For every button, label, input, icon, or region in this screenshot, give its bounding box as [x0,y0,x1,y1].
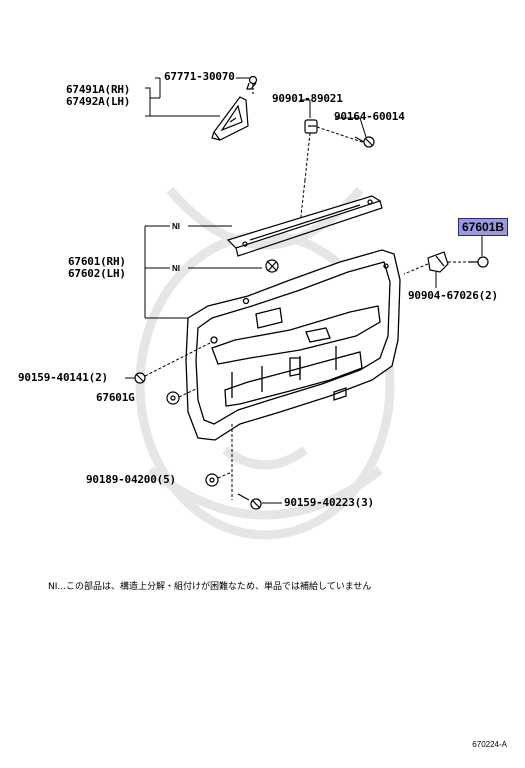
bracket-67491a [145,87,151,117]
label-90189-04200: 90189-04200(5) [86,473,176,486]
diagram-code: 670224-A [472,740,507,749]
label-67771-30070: 67771-30070 [164,70,235,83]
screw-90164 [354,136,375,148]
label-90159-40223: 90159-40223(3) [284,496,374,509]
switch-base-67601b [427,251,449,273]
highlighted-part-67601b[interactable]: 67601B [458,218,509,236]
label-90901-89021: 90901-89021 [272,92,343,105]
screw-90159-40223 [237,493,262,510]
clip-90189 [205,473,219,487]
clip-67601g [166,391,180,405]
label-90904-67026: 90904-67026(2) [408,289,498,302]
screw-90904 [468,256,489,268]
label-67601g: 67601G [96,391,135,404]
ni-mark-mid: NI [172,264,180,273]
label-67601-rh: 67601(RH) [68,255,126,268]
belt-moulding [226,195,383,257]
screw-90159-40141 [134,372,146,384]
label-90159-40141: 90159-40141(2) [18,371,108,384]
ni-mark-top: NI [172,222,180,231]
clip-67771 [246,75,258,96]
label-67602-lh: 67602(LH) [68,267,126,280]
ni-footnote: NI...この部品は、構造上分解・組付けが困難なため、単品では補給していません [48,582,372,592]
label-67492a-lh: 67492A(LH) [66,95,131,108]
door-trim-panel [185,249,401,441]
clip-ni [265,259,279,273]
label-90164-60014: 90164-60014 [334,110,405,123]
label-67491a-rh: 67491A(RH) [66,83,131,96]
mirror-garnish [211,96,249,141]
clip-90901 [304,119,318,134]
